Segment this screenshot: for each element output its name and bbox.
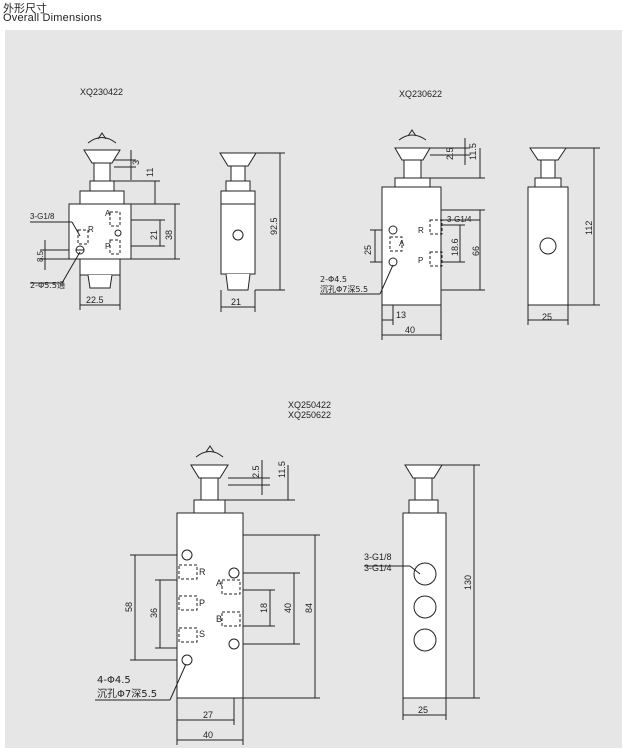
header-title-en: Overall Dimensions xyxy=(3,12,102,24)
d1-dim-21: 21 xyxy=(149,230,159,240)
d3-port-a: A xyxy=(216,578,222,588)
model-label-3a: XQ250422 xyxy=(288,400,331,410)
d1-port-p: P xyxy=(105,242,110,251)
d2-dim-186: 18.6 xyxy=(450,238,460,256)
drawing-xq230622-side xyxy=(527,147,600,325)
model-label-2: XQ230622 xyxy=(399,89,442,99)
d1-port-a: A xyxy=(105,209,111,218)
d1-dim-85: 8.5 xyxy=(36,250,45,262)
d3-hole-label-1: 4-Φ4.5 xyxy=(97,675,131,686)
d2-hole-label-1: 2-Φ4.5 xyxy=(320,275,347,284)
d1-dim-925: 92.5 xyxy=(269,217,279,235)
d3-dim-84: 84 xyxy=(304,603,314,613)
d3-dim-40: 40 xyxy=(203,730,213,740)
drawing-xq230422-side xyxy=(219,152,285,312)
d3-dim-18: 18 xyxy=(259,603,269,613)
d1-dim-38: 38 xyxy=(164,230,174,240)
d3-dim-w25: 25 xyxy=(418,705,428,715)
d2-port-p: P xyxy=(418,256,423,265)
drawing-xq250-front xyxy=(95,445,320,745)
d2-dim-13: 13 xyxy=(396,310,406,320)
d1-port-label: 3-G1/8 xyxy=(30,212,55,221)
d2-dim-v25: 25 xyxy=(363,245,373,255)
d3-port-s: S xyxy=(199,629,205,639)
d3-port-p: P xyxy=(199,598,205,608)
d3-dim-115: 11.5 xyxy=(277,461,287,478)
d3-dim-40v: 40 xyxy=(283,603,293,613)
d3-port-label-1: 3-G1/8 xyxy=(364,552,392,562)
d3-dim-58: 58 xyxy=(124,602,134,612)
d2-dim-66: 66 xyxy=(471,246,481,256)
d3-port-label-2: 3-G1/4 xyxy=(364,563,392,573)
d2-dim-115: 11.5 xyxy=(468,143,478,160)
d3-port-r: R xyxy=(199,567,206,577)
d1-dim-11: 11 xyxy=(145,168,155,177)
model-label-3b: XQ250622 xyxy=(288,410,331,420)
d2-port-r: R xyxy=(418,226,424,235)
d1-port-r: R xyxy=(88,225,94,234)
d1-dim-w21: 21 xyxy=(231,297,241,307)
d2-dim-w25: 25 xyxy=(542,312,552,322)
d3-hole-label-2: 沉孔Φ7深5.5 xyxy=(97,687,157,700)
d2-hole-label-2: 沉孔Φ7深5.5 xyxy=(320,285,368,294)
drawing-xq230422-front xyxy=(30,132,180,310)
d2-dim-25: 2.5 xyxy=(445,147,455,160)
drawing-xq230622-front xyxy=(320,129,485,340)
d3-dim-130: 130 xyxy=(463,575,473,590)
d1-dim-225: 22.5 xyxy=(86,295,104,305)
d3-dim-27: 27 xyxy=(203,710,213,720)
d1-dim-3: 3 xyxy=(131,160,141,165)
d3-dim-25: 2.5 xyxy=(251,465,261,478)
d2-port-label: 3-G1/4 xyxy=(447,215,472,224)
d2-port-a: A xyxy=(399,239,405,248)
d1-hole-label: 2-Φ5.5通 xyxy=(30,280,65,290)
model-label-1: XQ230422 xyxy=(80,87,123,97)
drawing-xq250-side xyxy=(364,464,480,720)
d2-dim-40: 40 xyxy=(405,325,415,335)
d3-port-b: B xyxy=(216,614,222,624)
d2-dim-112: 112 xyxy=(584,221,594,235)
header-title-cn: 外形尺寸 xyxy=(3,2,47,15)
d3-dim-36: 36 xyxy=(149,608,159,618)
